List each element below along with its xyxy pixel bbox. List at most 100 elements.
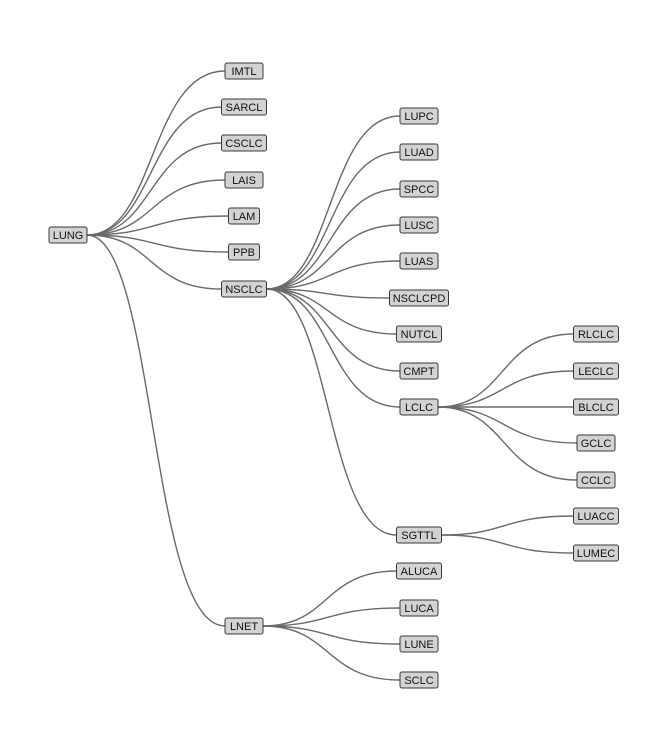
node-label: NUTCL	[401, 329, 438, 341]
node-box	[573, 362, 619, 380]
node-box	[573, 507, 619, 525]
node-lune: LUNE	[399, 635, 439, 653]
node-lung: LUNG	[48, 226, 88, 244]
node-box	[399, 216, 439, 234]
node-box	[221, 98, 267, 116]
node-lumec: LUMEC	[573, 544, 619, 562]
node-label: SPCC	[404, 184, 435, 196]
node-label: LECLC	[578, 366, 614, 378]
node-box	[48, 226, 88, 244]
node-box	[396, 526, 442, 544]
node-label: SCLC	[404, 675, 433, 687]
node-imtl: IMTL	[224, 62, 264, 80]
edge-nsclc-lusc	[266, 224, 401, 290]
node-box	[399, 107, 439, 125]
node-box	[573, 544, 619, 562]
edge-lung-lnet	[86, 234, 226, 627]
node-label: NSCLCPD	[393, 293, 446, 305]
node-box	[399, 252, 439, 270]
node-label: CMPT	[403, 366, 434, 378]
node-label: LUPC	[404, 111, 433, 123]
edge-sgttl-lumec	[441, 534, 574, 554]
node-label: IMTL	[231, 66, 256, 78]
node-ppb: PPB	[228, 243, 260, 261]
node-label: LUSC	[404, 220, 433, 232]
node-luad: LUAD	[399, 143, 439, 161]
edge-lnet-sclc	[262, 625, 401, 681]
node-label: LNET	[230, 621, 258, 633]
edge-lung-lam	[86, 215, 229, 236]
node-label: PPB	[233, 247, 255, 259]
node-box	[399, 398, 439, 416]
node-box	[224, 617, 264, 635]
node-label: LAM	[233, 211, 256, 223]
node-lais: LAIS	[224, 171, 264, 189]
node-cclc: CCLC	[576, 471, 616, 489]
edge-lung-imtl	[86, 70, 226, 236]
node-box	[399, 599, 439, 617]
node-label: LUAS	[405, 256, 434, 268]
node-box	[224, 62, 264, 80]
node-nsclcpd: NSCLCPD	[389, 289, 449, 307]
node-aluca: ALUCA	[396, 562, 442, 580]
edge-lung-nsclc	[86, 234, 222, 290]
node-label: LUNE	[404, 639, 433, 651]
node-box	[399, 635, 439, 653]
edge-lclc-cclc	[437, 406, 578, 481]
edge-lclc-rlclc	[437, 333, 574, 408]
node-sgttl: SGTTL	[396, 526, 442, 544]
node-csclc: CSCLC	[221, 134, 267, 152]
node-cmpt: CMPT	[399, 362, 439, 380]
edge-lung-ppb	[86, 234, 229, 253]
node-box	[399, 180, 439, 198]
node-box	[576, 434, 616, 452]
node-spcc: SPCC	[399, 180, 439, 198]
node-label: LUAD	[404, 147, 433, 159]
edge-lnet-luca	[262, 607, 401, 627]
node-label: LUNG	[53, 230, 84, 242]
edge-lung-csclc	[86, 142, 222, 236]
edge-nsclc-lclc	[266, 288, 401, 408]
edge-nsclc-luas	[266, 260, 401, 290]
node-lnet: LNET	[224, 617, 264, 635]
node-box	[228, 243, 260, 261]
node-label: GCLC	[581, 438, 612, 450]
node-lusc: LUSC	[399, 216, 439, 234]
node-box	[221, 134, 267, 152]
edge-nsclc-cmpt	[266, 288, 401, 372]
edge-lclc-leclc	[437, 370, 574, 408]
node-label: LUMEC	[577, 548, 616, 560]
node-box	[573, 398, 619, 416]
node-box	[399, 362, 439, 380]
node-label: CSCLC	[225, 138, 262, 150]
edge-nsclc-spcc	[266, 188, 401, 290]
node-blclc: BLCLC	[573, 398, 619, 416]
node-label: LAIS	[232, 175, 256, 187]
node-box	[399, 671, 439, 689]
node-label: SGTTL	[401, 530, 436, 542]
node-sarcl: SARCL	[221, 98, 267, 116]
node-nutcl: NUTCL	[396, 325, 442, 343]
node-leclc: LECLC	[573, 362, 619, 380]
node-sclc: SCLC	[399, 671, 439, 689]
node-label: LUACC	[577, 511, 614, 523]
node-nsclc: NSCLC	[221, 280, 267, 298]
edge-lclc-gclc	[437, 406, 578, 444]
node-label: LUCA	[404, 603, 434, 615]
node-label: ALUCA	[401, 566, 438, 578]
edges	[86, 70, 578, 681]
node-label: LCLC	[405, 402, 433, 414]
node-lupc: LUPC	[399, 107, 439, 125]
node-gclc: GCLC	[576, 434, 616, 452]
node-box	[224, 171, 264, 189]
edge-lung-sarcl	[86, 106, 222, 236]
edge-nsclc-sgttl	[266, 288, 397, 536]
node-label: SARCL	[226, 102, 263, 114]
edge-nsclc-nsclcpd	[266, 288, 390, 299]
node-box	[389, 289, 449, 307]
node-box	[399, 143, 439, 161]
node-box	[228, 207, 260, 225]
edge-nsclc-nutcl	[266, 288, 397, 335]
node-rlclc: RLCLC	[573, 325, 619, 343]
